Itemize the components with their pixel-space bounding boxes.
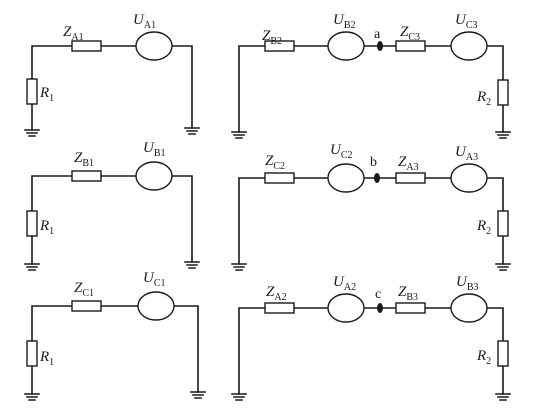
node-dot — [377, 41, 383, 51]
resistor-label: R1 — [39, 218, 54, 237]
impedance — [395, 172, 426, 184]
resistor — [26, 78, 38, 105]
impedance-label: ZB1 — [74, 150, 94, 169]
impedance — [71, 40, 102, 52]
impedance-label: ZC2 — [265, 153, 285, 172]
voltage-source — [327, 293, 365, 323]
resistor — [497, 210, 509, 237]
source-label: UA1 — [133, 12, 156, 31]
voltage-source — [327, 163, 365, 193]
resistor-label: R2 — [476, 218, 491, 237]
voltage-source — [450, 31, 488, 61]
ground-symbol — [495, 263, 511, 271]
resistor — [497, 340, 509, 367]
impedance-label: ZA3 — [398, 154, 419, 173]
impedance — [71, 170, 102, 182]
resistor — [497, 79, 509, 106]
resistor — [26, 340, 38, 367]
voltage-source — [135, 31, 173, 61]
impedance — [395, 302, 426, 314]
impedance-label: ZB2 — [262, 28, 282, 47]
impedance-label: ZA1 — [63, 24, 84, 43]
ground-symbol — [231, 131, 247, 139]
resistor — [26, 210, 38, 237]
impedance-label: ZA2 — [266, 284, 287, 303]
impedance-label: ZC3 — [400, 24, 420, 43]
node-dot — [377, 303, 383, 313]
voltage-source — [135, 161, 173, 191]
impedance-label: ZB3 — [398, 284, 418, 303]
impedance — [264, 172, 295, 184]
impedance — [264, 40, 295, 52]
ground-symbol — [231, 263, 247, 271]
ground-symbol — [184, 261, 200, 269]
ground-symbol — [184, 127, 200, 135]
ground-symbol — [24, 263, 40, 271]
left-circuit-1: R1 ZA1 UA1 — [24, 12, 200, 137]
resistor-label: R2 — [476, 89, 491, 108]
ground-symbol — [24, 393, 40, 401]
resistor-label: R1 — [39, 85, 54, 104]
source-label: UC1 — [143, 270, 166, 289]
source-label: UB1 — [143, 140, 166, 159]
right-circuit-2: ZC2 UC2 b ZA3 UA3 R2 — [231, 142, 511, 271]
node-dot — [374, 173, 380, 183]
source-label: UA2 — [333, 274, 356, 293]
source-label: UC3 — [455, 12, 478, 31]
impedance — [395, 40, 426, 52]
source-label: UA3 — [455, 144, 478, 163]
right-circuit-3: ZA2 UA2 c ZB3 UB3 R2 — [231, 274, 511, 401]
ground-symbol — [495, 393, 511, 401]
left-circuit-3: R1 ZC1 UC1 — [24, 270, 206, 401]
voltage-source — [450, 293, 488, 323]
resistor-label: R2 — [476, 348, 491, 367]
ground-symbol — [24, 129, 40, 137]
right-circuit-1: ZB2 UB2 a ZC3 UC3 R2 — [231, 12, 511, 139]
voltage-source — [327, 31, 365, 61]
ground-symbol — [495, 131, 511, 139]
source-label: UB3 — [456, 274, 479, 293]
voltage-source — [450, 163, 488, 193]
impedance — [264, 302, 295, 314]
node-label: b — [370, 155, 377, 170]
left-circuit-2: R1 ZB1 UB1 — [24, 140, 200, 271]
ground-symbol — [190, 391, 206, 399]
impedance — [71, 300, 102, 312]
ground-symbol — [231, 393, 247, 401]
source-label: UC2 — [330, 142, 353, 161]
voltage-source — [137, 291, 175, 321]
node-label: c — [375, 287, 381, 302]
node-label: a — [374, 27, 381, 42]
resistor-label: R1 — [39, 349, 54, 368]
source-label: UB2 — [333, 12, 356, 31]
impedance-label: ZC1 — [74, 280, 94, 299]
